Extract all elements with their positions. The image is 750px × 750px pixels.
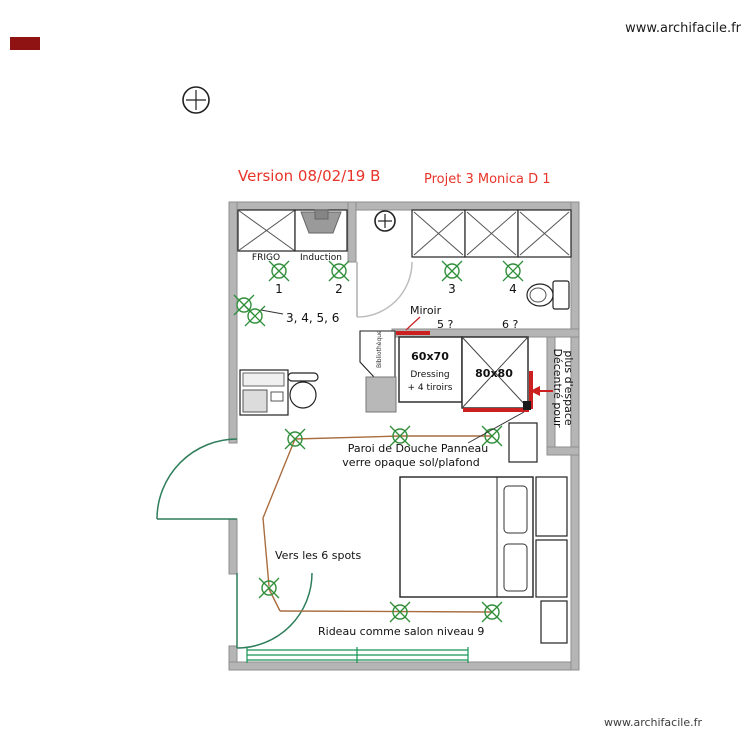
fridge-cabinet-diagonal — [237, 209, 296, 252]
pillow — [503, 543, 528, 592]
wire[interactable] — [294, 435, 401, 440]
label-dressing-size: 60x70 — [411, 350, 449, 363]
label-induction: Induction — [300, 253, 342, 263]
wall-kitchen-divider[interactable] — [347, 201, 357, 263]
label-decentre-2: plus d'espace — [562, 350, 575, 426]
shower-diagonal — [461, 336, 529, 409]
left-door-swing[interactable] — [156, 438, 238, 520]
label-spot-4: 4 — [509, 282, 517, 296]
wall-duct-horizontal[interactable] — [546, 446, 580, 456]
nightstand-1[interactable] — [535, 476, 568, 537]
shelf-bottom[interactable] — [540, 600, 568, 644]
label-miroir: Miroir — [410, 304, 442, 317]
label-spot-3: 3 — [448, 282, 456, 296]
project-title: Projet 3 Monica D 1 — [424, 172, 551, 187]
arrow-head — [530, 386, 540, 396]
label-frigo: FRIGO — [252, 253, 280, 263]
wall-left-upper[interactable] — [228, 201, 238, 444]
wardrobe-1-diagonal — [413, 211, 464, 256]
ceiling-spot[interactable] — [244, 305, 266, 327]
orientation-icon — [374, 210, 396, 232]
wardrobe-3-diagonal — [519, 211, 570, 256]
ceiling-spot[interactable] — [258, 577, 280, 599]
label-spot-5: 5 ? — [437, 318, 453, 331]
chair-seat[interactable] — [289, 381, 317, 409]
ceiling-spot[interactable] — [389, 601, 411, 623]
ceiling-spot[interactable] — [502, 260, 524, 282]
wall-bottom[interactable] — [228, 661, 580, 671]
label-shower-size: 80x80 — [475, 367, 513, 380]
ceiling-spot[interactable] — [481, 601, 503, 623]
wall-top[interactable] — [228, 201, 580, 211]
bookshelf-label: Bibliothèque — [376, 330, 383, 368]
wall-left-mid[interactable] — [228, 518, 238, 575]
label-decentre-1: Décentré pour — [551, 348, 564, 428]
column-block[interactable] — [365, 376, 397, 413]
wire[interactable] — [262, 438, 296, 519]
desk-screen — [242, 372, 285, 387]
watermark-bottom: www.archifacile.fr — [603, 716, 702, 729]
desk-keyboard — [242, 389, 268, 413]
shower-door-handle — [523, 401, 531, 410]
label-rideau: Rideau comme salon niveau 9 — [318, 625, 484, 638]
label-spot-6: 6 ? — [502, 318, 518, 331]
label-spots-group: 3, 4, 5, 6 — [286, 311, 339, 325]
orientation-icon — [182, 86, 210, 114]
cooker-hood-duct[interactable] — [314, 209, 329, 220]
label-dressing: Dressing — [410, 370, 449, 380]
toilet-bowl-inner — [529, 287, 547, 303]
entry-door-swing[interactable] — [356, 261, 413, 318]
ceiling-spot[interactable] — [441, 260, 463, 282]
wardrobe-2-diagonal — [466, 211, 517, 256]
ceiling-spot[interactable] — [328, 260, 350, 282]
label-vers-spots: Vers les 6 spots — [275, 549, 361, 562]
toilet-tank[interactable] — [552, 280, 570, 310]
ceiling-spot[interactable] — [284, 428, 306, 450]
wall-right[interactable] — [570, 201, 580, 671]
ceiling-spot[interactable] — [389, 425, 411, 447]
wire[interactable] — [262, 517, 270, 587]
watermark-top: www.archifacile.fr — [625, 21, 741, 36]
color-swatch — [10, 37, 40, 50]
version-title: Version 08/02/19 B — [238, 167, 381, 185]
spots-label-connector — [260, 309, 284, 315]
side-table[interactable] — [508, 422, 538, 463]
label-dressing-drawers: + 4 tiroirs — [408, 383, 453, 393]
label-paroi-1: Paroi de Douche Panneau — [348, 442, 488, 455]
dressing-unit[interactable] — [398, 336, 463, 403]
label-paroi-2: verre opaque sol/plafond — [342, 456, 479, 469]
ceiling-spot[interactable] — [268, 260, 290, 282]
bottom-door-swing[interactable] — [236, 572, 313, 649]
desk-mouse — [270, 391, 284, 402]
wire[interactable] — [268, 588, 281, 612]
pillow — [503, 485, 528, 534]
wire[interactable] — [279, 610, 493, 613]
paroi-pointer — [467, 411, 525, 444]
label-spot-1: 1 — [275, 282, 283, 296]
ceiling-spot[interactable] — [481, 425, 503, 447]
nightstand-2[interactable] — [535, 539, 568, 598]
mirror-pointer — [405, 316, 421, 331]
label-spot-2: 2 — [335, 282, 343, 296]
chair-back[interactable] — [287, 372, 319, 382]
